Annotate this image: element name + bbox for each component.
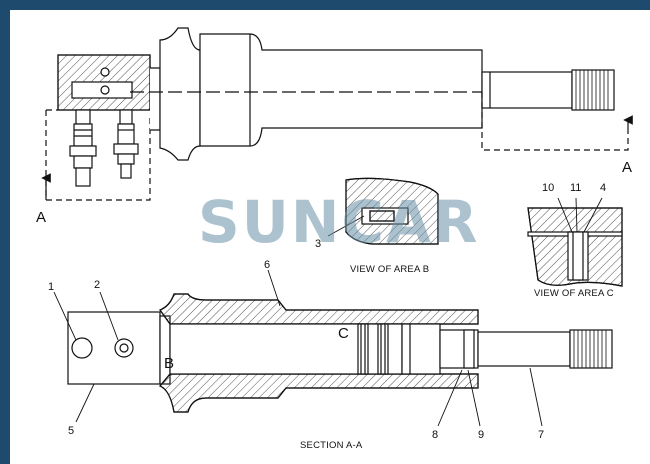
- section-piston-rod: [477, 331, 571, 367]
- piston: [401, 323, 441, 375]
- view-of-area-b: [327, 177, 439, 245]
- top-assembly-view: [41, 27, 633, 201]
- cylinder-barrel: [199, 33, 483, 147]
- cylinder-flange: [159, 27, 201, 161]
- section-caption: SECTION A-A: [300, 440, 363, 451]
- view-c-label-11: 11: [570, 182, 581, 194]
- section-part-label-1: 1: [48, 281, 54, 293]
- view-b-part-label: 3: [315, 238, 321, 250]
- view-b-caption: VIEW OF AREA B: [350, 264, 429, 275]
- view-c-caption: VIEW OF AREA C: [534, 288, 614, 299]
- area-b-marker: B: [164, 355, 174, 372]
- plug-part-1: [71, 337, 93, 359]
- watermark-logo: SUNCAR: [198, 188, 480, 256]
- section-part-label-8: 8: [432, 429, 438, 441]
- section-a-a-view: [53, 269, 613, 427]
- section-part-label-6: 6: [264, 259, 270, 271]
- drawing-canvas: A A 3 VIEW OF AREA B 10 11 4 VIEW OF ARE…: [10, 10, 650, 464]
- fitting-right: [113, 109, 139, 179]
- view-of-area-c: [527, 197, 623, 287]
- barrel-lower-wall: [159, 373, 479, 413]
- rod-thread: [571, 69, 615, 111]
- section-arrow-label-right: A: [622, 159, 632, 176]
- section-rod-thread: [569, 329, 613, 369]
- section-part-label-9: 9: [478, 429, 484, 441]
- area-c-marker: C: [338, 325, 349, 342]
- fitting-left: [69, 109, 97, 187]
- section-part-label-7: 7: [538, 429, 544, 441]
- piston-rod: [481, 71, 573, 109]
- section-part-label-2: 2: [94, 279, 100, 291]
- barrel-upper-wall: [159, 293, 479, 325]
- view-c-label-4: 4: [600, 182, 606, 194]
- technical-drawing: A A 3 VIEW OF AREA B 10 11 4 VIEW OF ARE…: [36, 27, 633, 451]
- view-c-label-10: 10: [542, 182, 554, 194]
- section-part-label-5: 5: [68, 425, 74, 437]
- section-arrow-label-left: A: [36, 209, 46, 226]
